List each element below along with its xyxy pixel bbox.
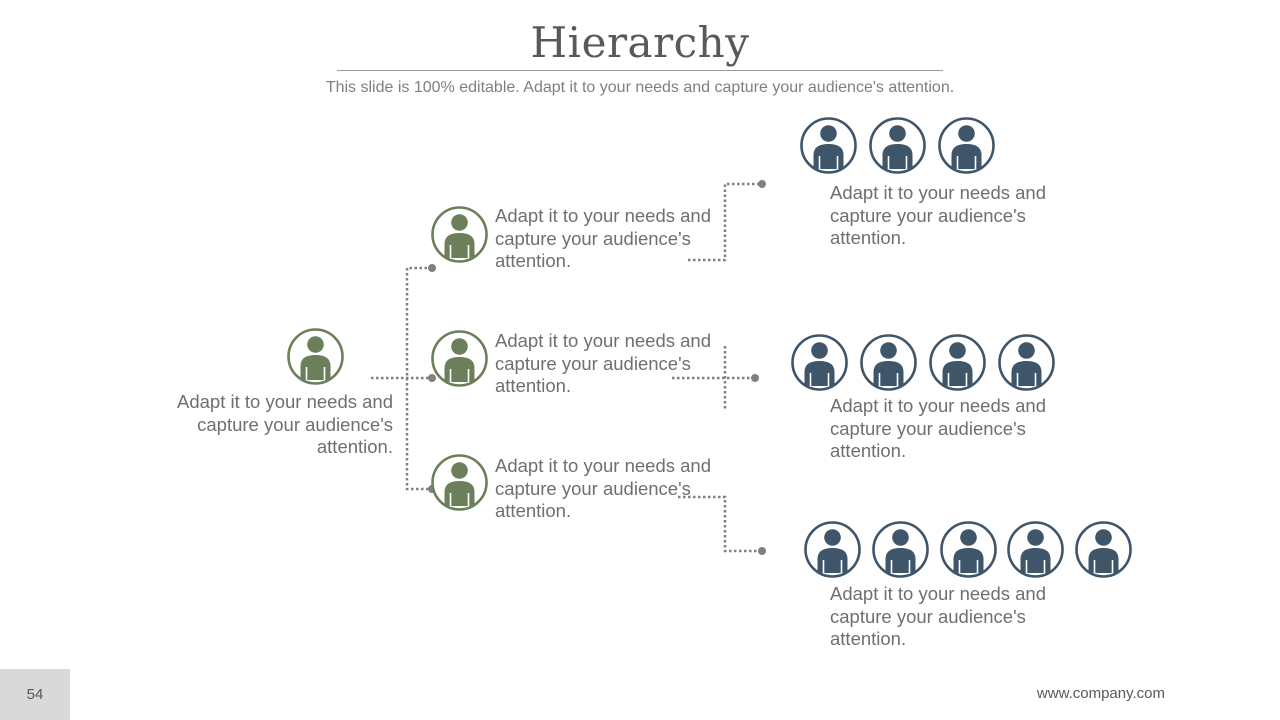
middle-person-icon-1 — [431, 206, 488, 263]
leaf-3-person-icon — [804, 521, 861, 578]
connector-dot — [758, 547, 766, 555]
slide-title: Hierarchy — [530, 18, 750, 67]
page-number: 54 — [0, 669, 70, 720]
middle-text-1: Adapt it to your needs and capture your … — [495, 205, 711, 271]
middle-text-3: Adapt it to your needs and capture your … — [495, 455, 711, 521]
connector-dot — [428, 374, 436, 382]
title-divider — [337, 70, 943, 71]
slide-subtitle: This slide is 100% editable. Adapt it to… — [325, 79, 955, 96]
root-text: Adapt it to your needs and capture your … — [177, 391, 393, 457]
connector-branch-top — [688, 182, 762, 262]
footer-url: www.company.com — [1036, 685, 1165, 702]
leaf-text-1: Adapt it to your needs and capture your … — [830, 182, 1046, 248]
leaf-1-person-icon — [800, 117, 857, 174]
leaf-text-3: Adapt it to your needs and capture your … — [830, 583, 1046, 649]
leaf-text-2: Adapt it to your needs and capture your … — [830, 395, 1046, 461]
leaf-1-person-icon — [938, 117, 995, 174]
connector-dot — [751, 374, 759, 382]
leaf-2-person-icon — [998, 334, 1055, 391]
connector-trunk — [405, 266, 432, 491]
middle-text-2: Adapt it to your needs and capture your … — [495, 330, 711, 396]
connector-dot — [428, 264, 436, 272]
middle-person-icon-3 — [431, 454, 488, 511]
leaf-2-person-icon — [929, 334, 986, 391]
leaf-3-person-icon — [1075, 521, 1132, 578]
connector-dot — [758, 180, 766, 188]
leaf-3-person-icon — [940, 521, 997, 578]
leaf-2-person-icon — [791, 334, 848, 391]
leaf-1-person-icon — [869, 117, 926, 174]
middle-person-icon-2 — [431, 330, 488, 387]
leaf-2-person-icon — [860, 334, 917, 391]
root-person-icon — [287, 328, 344, 385]
leaf-3-person-icon — [1007, 521, 1064, 578]
leaf-3-person-icon — [872, 521, 929, 578]
